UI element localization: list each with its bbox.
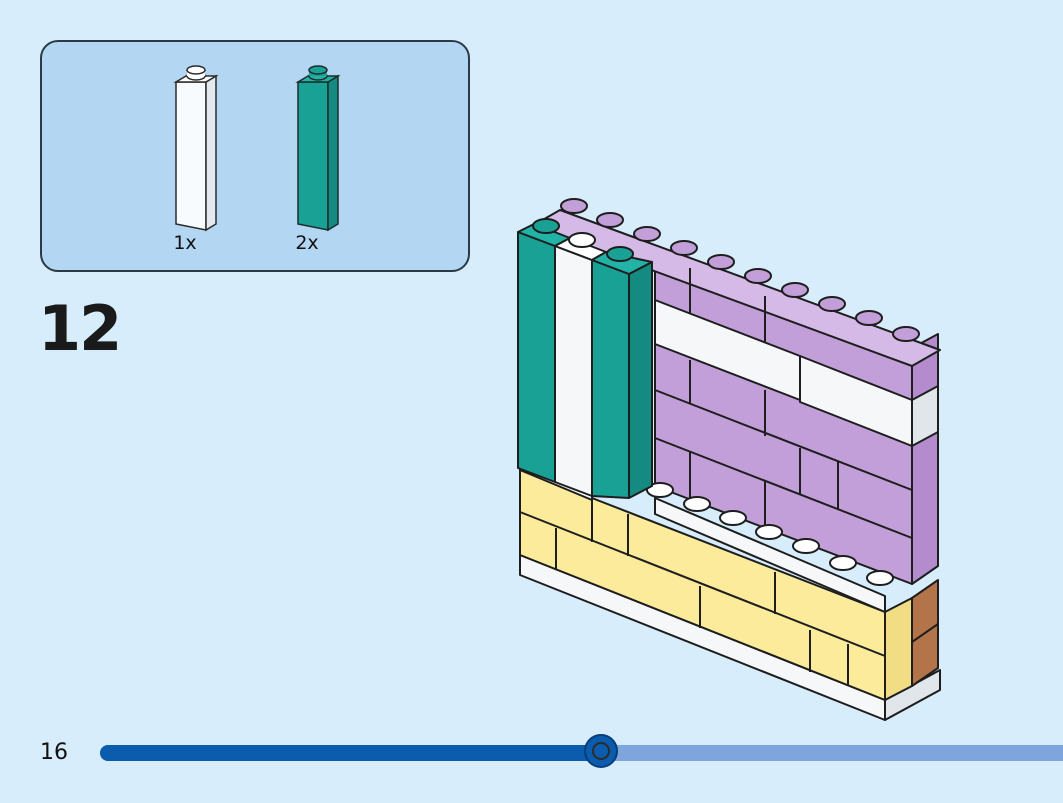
part-quantity-white: 1x [173,232,197,254]
part-quantity-teal: 2x [295,232,319,254]
step-number: 12 [38,292,122,365]
progress-bar-fill [100,745,601,761]
page-number: 16 [40,740,68,765]
teal-1x4-brick-icon [295,65,341,232]
parts-callout: 1x 2x [40,40,470,272]
white-1x4-brick-icon [173,65,219,232]
progress-bar-track[interactable] [100,734,1063,768]
progress-handle[interactable] [584,734,618,768]
